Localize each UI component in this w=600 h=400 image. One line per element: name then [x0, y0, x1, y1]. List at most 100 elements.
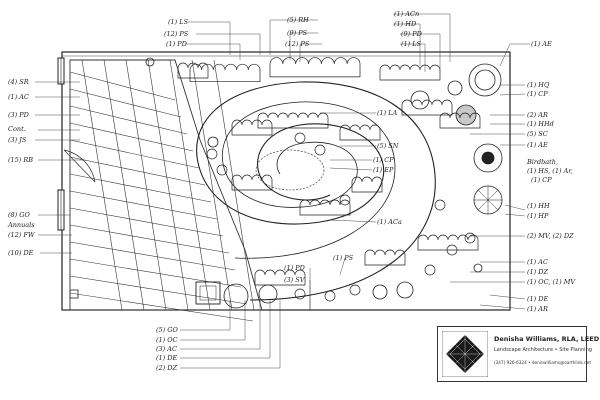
title-block: Denisha Williams, RLA, LEED AP Landscape…	[437, 326, 600, 382]
paver-line	[69, 105, 188, 135]
paver-line	[69, 292, 254, 322]
label-bottom-1: (5) GO	[156, 326, 178, 334]
label-inner-5: (1) ACa	[377, 218, 402, 226]
shrub-mass	[254, 269, 306, 286]
paver-line	[69, 71, 176, 101]
shrub-circle	[434, 199, 446, 211]
label-right-14: (1) DZ	[527, 268, 548, 276]
paver-line	[69, 122, 194, 152]
shrub-mass	[257, 112, 329, 129]
label-right-17: (1) AR	[527, 305, 548, 313]
shrub-circle	[339, 194, 351, 206]
label-right-13: (1) AC	[527, 258, 548, 266]
shrub-mass	[351, 176, 383, 193]
paver-line	[69, 241, 236, 271]
shrub-mass	[231, 174, 273, 191]
label-top-10: (1) LS	[401, 40, 422, 48]
shrub-mass	[177, 62, 209, 79]
label-right-7: Birdbath,	[526, 158, 558, 166]
paver-line	[191, 59, 233, 311]
shrub-circle	[206, 148, 218, 160]
label-bottom-3: (3) AC	[156, 345, 177, 353]
shrub-circle	[424, 264, 436, 276]
label-right-2: (1) CP	[527, 90, 548, 98]
label-right-5: (5) SC	[527, 130, 548, 138]
firm-subtitle: Landscape Architecture • Site Planning	[494, 347, 592, 353]
label-left-7: (8) GO	[8, 211, 30, 219]
label-inner-7: (3) SV	[284, 276, 306, 284]
firm-contact: (347) 926-6324 • deniswilliams@earthlink…	[494, 360, 591, 365]
label-left-3: (3) PD	[8, 111, 30, 119]
label-right-9: (1) CP	[531, 176, 552, 184]
property-boundary	[61, 51, 511, 311]
label-inner-4: (1) EP	[373, 166, 394, 174]
paver-line	[69, 190, 218, 220]
firm-name: Denisha Williams, RLA, LEED AP	[494, 335, 600, 343]
label-right-15: (1) OC, (1) MV	[527, 278, 576, 286]
label-top-3: (1) PD	[166, 40, 188, 48]
house-wall	[57, 57, 79, 299]
shrub-mass	[364, 249, 406, 266]
shrub-circle	[294, 132, 306, 144]
shrub-circle	[464, 232, 476, 244]
paver-patio	[69, 59, 263, 322]
label-bottom-4: (1) DE	[156, 354, 177, 362]
label-bottom-5: (2) DZ	[156, 364, 177, 372]
label-right-12: (2) MV, (2) DZ	[527, 232, 574, 240]
label-inner-6: (1) PD	[284, 264, 306, 272]
shrub-circle	[349, 284, 361, 296]
label-inner-8: (1) PS	[333, 254, 354, 262]
paver-line	[69, 88, 182, 118]
plant-labels: (1) LS (12) PS (1) PD (5) RH (9) PS (12)…	[7, 10, 576, 372]
label-top-7: (1) ACn	[394, 10, 419, 18]
shrub-circle	[216, 164, 228, 176]
label-leaders	[35, 13, 530, 369]
shrub-mass	[417, 234, 479, 251]
paver-line	[69, 139, 200, 169]
label-bottom-2: (1) OC	[156, 336, 178, 344]
paver-line	[69, 275, 248, 305]
label-left-2: (1) AC	[8, 93, 29, 101]
label-left-5: (3) JS	[8, 136, 27, 144]
label-top-2: (12) PS	[164, 30, 189, 38]
shrub-circle	[314, 144, 326, 156]
shrub-mass	[269, 57, 361, 78]
paver-line	[69, 156, 206, 186]
paver-line	[69, 173, 212, 203]
shrub-mass	[189, 63, 261, 83]
label-top-8: (1) HD	[394, 20, 417, 28]
label-left-4: Cont.	[8, 125, 26, 133]
paver-line	[69, 207, 224, 237]
shrub-circle	[294, 288, 306, 300]
paver-line	[147, 59, 189, 311]
label-right-8: (1) HS, (1) Ar,	[527, 167, 573, 175]
paver-line	[169, 59, 211, 311]
paver-line	[213, 59, 255, 311]
label-right-4: (1) HHd	[527, 120, 554, 128]
door-swing	[63, 149, 96, 183]
label-left-1: (4) SR	[8, 78, 29, 86]
shrub-circle	[446, 244, 458, 256]
spiral-lawn	[196, 81, 436, 301]
label-top-1: (1) LS	[168, 18, 189, 26]
label-right-6: (1) AE	[527, 141, 548, 149]
shrub-mass	[299, 199, 351, 216]
shrub-mass	[339, 124, 381, 141]
label-top-11: (1) AE	[531, 40, 552, 48]
paver-line	[125, 59, 167, 311]
label-right-3: (2) AR	[527, 111, 548, 119]
paver-line	[69, 224, 230, 254]
label-left-8: Annuals	[7, 221, 35, 229]
label-top-9: (9) PD	[401, 30, 423, 38]
label-top-4: (5) RH	[287, 16, 309, 24]
paver-line	[69, 258, 242, 288]
paver-line	[103, 59, 145, 311]
planter-box	[195, 281, 221, 305]
label-top-6: (12) PS	[285, 40, 310, 48]
paver-line	[81, 59, 123, 311]
label-right-10: (1) HH	[527, 202, 550, 210]
label-right-1: (1) HQ	[527, 81, 550, 89]
label-left-9: (12) FW	[8, 231, 36, 239]
label-inner-3: (1) CP	[373, 156, 394, 164]
